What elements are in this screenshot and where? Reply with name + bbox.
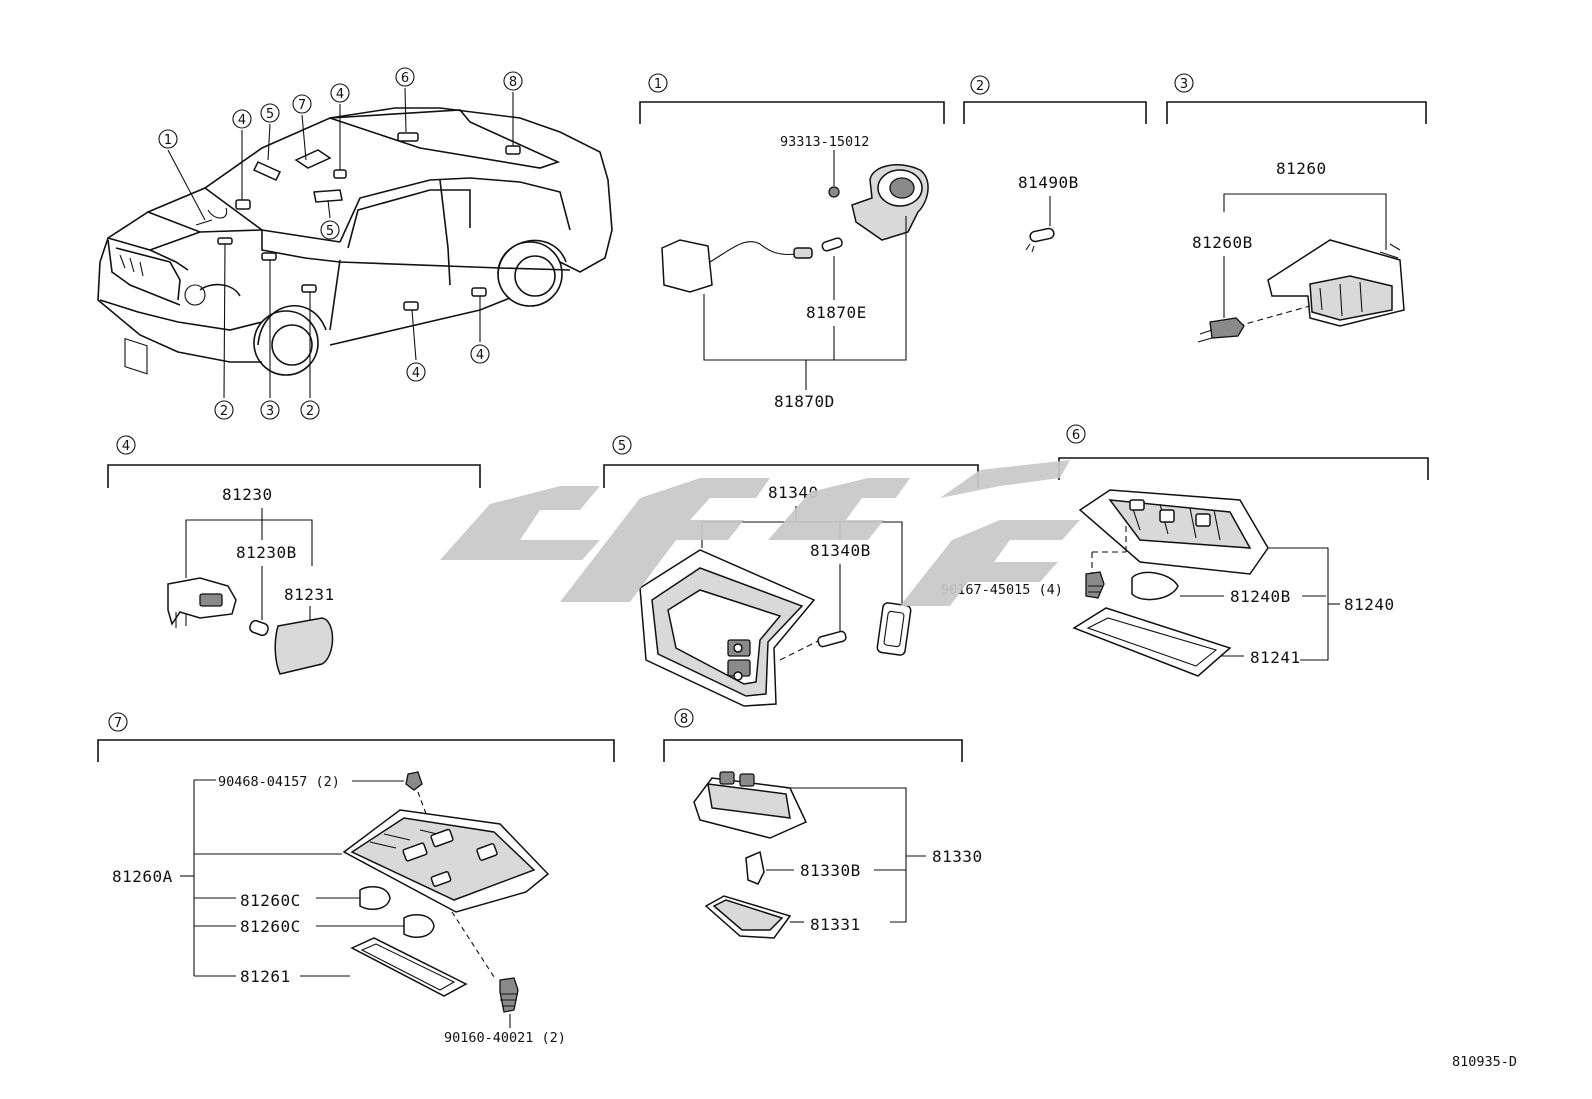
svg-text:81870D: 81870D (774, 392, 835, 411)
callout-3-car: 3 (260, 400, 280, 420)
svg-text:81231: 81231 (284, 585, 335, 604)
section-7: 7 90468-04157 (2) 81260A 81260C 81260C 8… (97, 712, 615, 1046)
svg-text:2: 2 (220, 404, 228, 419)
callout-2-car-b: 2 (300, 400, 320, 420)
svg-text:6: 6 (1072, 428, 1080, 443)
car-callouts: 1 4 5 7 4 6 8 5 2 3 2 4 4 (158, 67, 523, 420)
callout-5-car-b: 5 (320, 220, 340, 240)
callout-7-car: 7 (292, 94, 312, 114)
svg-text:81260C: 81260C (240, 917, 301, 936)
svg-text:4: 4 (336, 87, 344, 102)
svg-text:5: 5 (618, 439, 626, 454)
svg-text:4: 4 (122, 439, 130, 454)
svg-text:4: 4 (412, 366, 420, 381)
section-8: 8 81330 81330B 81331 (663, 708, 983, 939)
svg-text:81240: 81240 (1344, 595, 1395, 614)
svg-text:81260B: 81260B (1192, 233, 1253, 252)
callout-4-car-b: 4 (330, 83, 350, 103)
svg-text:81331: 81331 (810, 915, 861, 934)
svg-text:81240B: 81240B (1230, 587, 1291, 606)
callout-1-car: 1 (158, 129, 178, 149)
callout-4-car-d: 4 (470, 344, 490, 364)
callout-5-car-a: 5 (260, 103, 280, 123)
svg-text:81260A: 81260A (112, 867, 173, 886)
svg-text:81230: 81230 (222, 485, 273, 504)
svg-text:81241: 81241 (1250, 648, 1301, 667)
svg-text:81261: 81261 (240, 967, 291, 986)
svg-text:81230B: 81230B (236, 543, 297, 562)
svg-text:81330B: 81330B (800, 861, 861, 880)
svg-text:81260: 81260 (1276, 159, 1327, 178)
svg-text:8: 8 (680, 712, 688, 727)
svg-text:4: 4 (238, 113, 246, 128)
svg-text:8: 8 (509, 75, 517, 90)
section-1: 1 93313-15012 81870E 81870D (639, 73, 945, 411)
svg-text:81490B: 81490B (1018, 173, 1079, 192)
svg-text:4: 4 (476, 348, 484, 363)
svg-text:81330: 81330 (932, 847, 983, 866)
svg-text:6: 6 (401, 71, 409, 86)
watermark-logo (440, 460, 1080, 606)
svg-text:7: 7 (114, 716, 122, 731)
svg-text:81260C: 81260C (240, 891, 301, 910)
svg-text:81340B: 81340B (810, 541, 871, 560)
car-illustration (97, 87, 613, 399)
svg-text:3: 3 (266, 404, 274, 419)
svg-text:2: 2 (306, 404, 314, 419)
section-3: 3 81260 81260B (1166, 73, 1427, 343)
callout-4-car-a: 4 (232, 109, 252, 129)
section-2: 2 81490B (963, 75, 1147, 253)
section-6: 6 81240 90167-45015 (4) 81240B 81241 (941, 424, 1429, 677)
svg-text:93313-15012: 93313-15012 (780, 134, 869, 150)
section-4: 4 81230 81230B 81231 (107, 435, 481, 675)
callout-8-car: 8 (503, 71, 523, 91)
svg-text:90468-04157 (2): 90468-04157 (2) (218, 774, 340, 790)
svg-text:1: 1 (164, 133, 172, 148)
section-5: 5 81340 81340B (603, 435, 979, 707)
svg-text:7: 7 (298, 98, 306, 113)
svg-text:5: 5 (326, 224, 334, 239)
svg-text:1: 1 (654, 77, 662, 92)
callout-4-car-c: 4 (406, 362, 426, 382)
svg-text:90160-40021 (2): 90160-40021 (2) (444, 1030, 566, 1046)
svg-text:81870E: 81870E (806, 303, 867, 322)
svg-text:2: 2 (976, 79, 984, 94)
callout-2-car-a: 2 (214, 400, 234, 420)
svg-text:5: 5 (266, 107, 274, 122)
callout-6-car: 6 (395, 67, 415, 87)
diagram-code: 810935-D (1452, 1054, 1517, 1070)
svg-text:90167-45015 (4): 90167-45015 (4) (941, 582, 1063, 598)
svg-text:3: 3 (1180, 77, 1188, 92)
